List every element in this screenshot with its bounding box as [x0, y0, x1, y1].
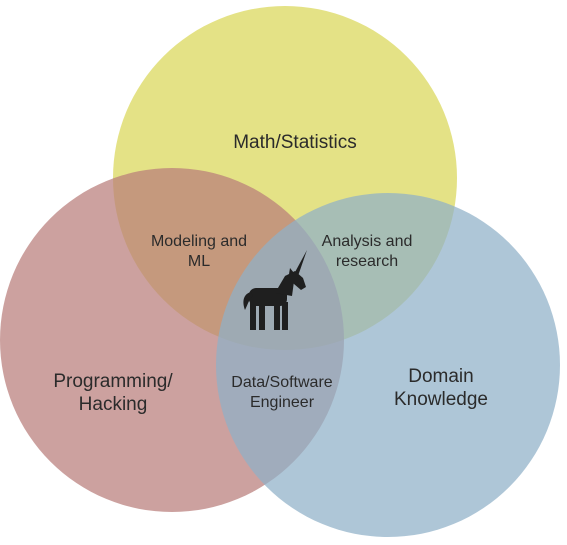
math-statistics-label: Math/Statistics — [233, 132, 357, 153]
modeling-ml-label: Modeling and ML — [150, 233, 248, 270]
programming-hacking-label: Programming/ Hacking — [53, 371, 173, 416]
data-software-engineer-label: Data/Software Engineer — [231, 374, 333, 411]
unicorn-icon — [243, 250, 307, 330]
domain-knowledge-label: Domain Knowledge — [393, 366, 489, 411]
analysis-research-label: Analysis and research — [321, 233, 413, 270]
